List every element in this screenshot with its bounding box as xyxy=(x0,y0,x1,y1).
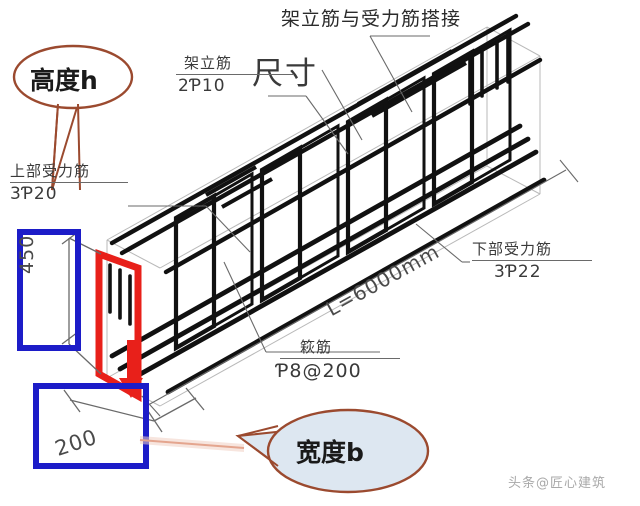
top-rebar-annotation-spec: 3Ƥ20 xyxy=(10,184,58,204)
height-dimension-line xyxy=(61,231,102,375)
stirrup-annotation-title: 篍筋 xyxy=(300,338,333,356)
bottom-rebar-annotation-title: 下部受力筋 xyxy=(472,240,553,258)
erection-rebar-annotation-title: 架立筋 xyxy=(184,54,233,72)
bottom-longitudinal-rebars xyxy=(109,123,547,395)
height-callout-label: 高度h xyxy=(30,66,98,95)
highlighted-stirrup xyxy=(95,249,142,402)
bottom-rebar-annotation-spec: 3Ƥ22 xyxy=(494,262,542,282)
top-rebar-annotation: 上部受力筋 3Ƥ20 xyxy=(10,160,128,204)
height-callout-bubble xyxy=(12,44,134,191)
bottom-rebar-annotation: 下部受力筋 3Ƥ22 xyxy=(472,238,592,282)
width-dimension-box xyxy=(33,383,149,469)
stirrup-annotation: 篍筋 Ƥ8@200 xyxy=(276,336,404,382)
end-stirrup-hook-legs xyxy=(108,263,132,326)
watermark: 头条@匠心建筑 xyxy=(508,476,607,491)
width-dimension-line xyxy=(63,387,205,433)
width-callout-bubble xyxy=(235,408,430,494)
erection-rebar-annotation: 架立筋 2Ƥ10 xyxy=(176,52,294,96)
annotation-rule xyxy=(10,182,128,183)
annotation-rule xyxy=(472,260,592,261)
stirrup-annotation-spec: Ƥ8@200 xyxy=(276,360,362,382)
back-stirrups xyxy=(213,27,512,328)
stirrup-hooks xyxy=(468,32,510,106)
leader-lines xyxy=(128,35,470,353)
lap-splice-label: 架立筋与受力筋搭接 xyxy=(281,8,462,30)
annotation-rule xyxy=(176,74,294,75)
annotation-rule xyxy=(280,358,400,359)
beam-height-dimension-value: 450 xyxy=(16,234,38,274)
height-dimension-box xyxy=(17,229,81,351)
top-rebar-annotation-title: 上部受力筋 xyxy=(10,162,91,180)
width-callout-connector xyxy=(139,436,245,452)
width-callout-label: 宽度b xyxy=(296,438,364,467)
erection-rebar-annotation-spec: 2Ƥ10 xyxy=(178,76,226,96)
